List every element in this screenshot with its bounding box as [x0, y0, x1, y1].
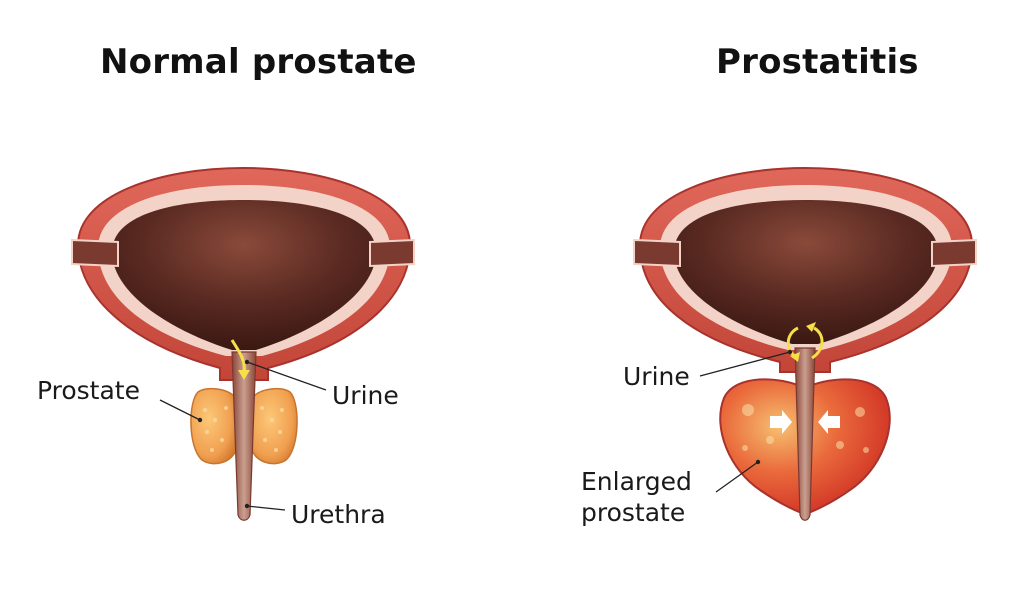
right-ureter-band-left: [633, 238, 681, 268]
compression-arrows-icon: [770, 410, 840, 434]
label-prostate: Prostate: [37, 376, 140, 405]
label-enlarged-prostate: Enlarged prostate: [581, 466, 692, 528]
title-prostatitis: Prostatitis: [716, 42, 919, 82]
right-bladder-cavity: [674, 200, 938, 344]
left-leader-lines: [159, 361, 327, 511]
label-urethra: Urethra: [291, 500, 386, 529]
left-ureter-band-left: [71, 238, 119, 268]
label-urine-left: Urine: [332, 381, 399, 410]
right-ureter-band-right: [931, 238, 977, 268]
left-bladder: [71, 166, 415, 381]
left-urine-arrow-icon: [230, 339, 250, 380]
right-prostate-texture: [742, 404, 869, 453]
label-urine-right: Urine: [623, 362, 690, 391]
right-urethra: [794, 347, 816, 521]
label-enlarged-line2: prostate: [581, 498, 686, 527]
label-enlarged-line1: Enlarged: [581, 467, 692, 496]
left-urethra: [231, 351, 257, 521]
left-prostate: [190, 387, 298, 465]
left-ureter-band-right: [369, 238, 415, 268]
title-normal-prostate: Normal prostate: [100, 42, 417, 82]
right-bladder: [633, 166, 977, 373]
left-prostate-lobe-left: [190, 387, 237, 465]
right-leader-lines: [699, 351, 791, 493]
left-bladder-cavity: [112, 200, 376, 350]
left-prostate-lobe-right: [251, 387, 298, 465]
